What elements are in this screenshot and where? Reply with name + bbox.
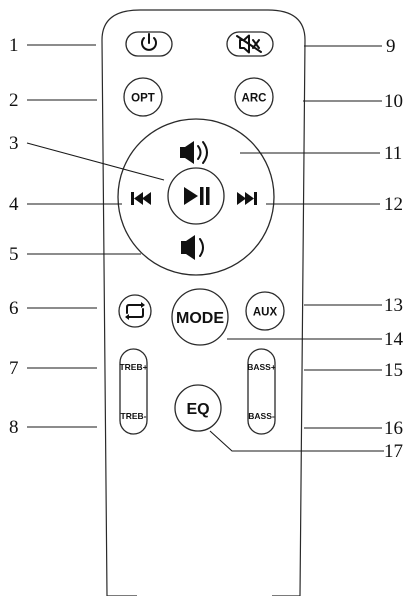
next-track-button[interactable] [237, 192, 257, 205]
treble-down-label[interactable]: TREB- [121, 411, 147, 421]
treble-up-label[interactable]: TREB+ [119, 362, 147, 372]
bass-up-label[interactable]: BASS+ [247, 362, 276, 372]
callout-1: 1 [9, 35, 19, 56]
previous-track-icon [131, 192, 151, 205]
callout-11: 11 [384, 143, 402, 164]
eq-button[interactable]: EQ [174, 384, 222, 432]
bass-rocker[interactable]: BASS+ BASS- [247, 348, 276, 435]
mute-icon [236, 34, 262, 54]
volume-up-button[interactable] [180, 141, 208, 164]
callout-14: 14 [384, 329, 404, 350]
callout-16: 16 [384, 418, 403, 439]
callout-5: 5 [9, 244, 19, 265]
power-icon [141, 33, 157, 51]
play-pause-icon [184, 187, 210, 205]
callout-17: 17 [384, 441, 403, 462]
opt-button[interactable]: OPT [123, 77, 163, 117]
callout-numbers: 1 2 3 4 5 6 7 8 9 10 11 12 13 14 15 16 1… [9, 35, 404, 462]
opt-label: OPT [131, 93, 155, 105]
callout-9: 9 [386, 36, 396, 57]
arc-button[interactable]: ARC [234, 77, 274, 117]
callout-10: 10 [384, 91, 403, 112]
treble-rocker[interactable]: TREB+ TREB- [119, 348, 148, 435]
eq-label: EQ [186, 401, 209, 418]
play-pause-button[interactable] [167, 167, 225, 225]
previous-track-button[interactable] [131, 192, 151, 205]
callout-6: 6 [9, 298, 19, 319]
callout-13: 13 [384, 295, 403, 316]
callout-2: 2 [9, 90, 19, 111]
aux-button[interactable]: AUX [245, 291, 285, 331]
callout-12: 12 [384, 194, 403, 215]
mode-button[interactable]: MODE [171, 288, 229, 346]
repeat-button[interactable] [118, 294, 152, 328]
callout-4: 4 [9, 194, 19, 215]
power-button[interactable] [125, 31, 173, 57]
callout-7: 7 [9, 358, 19, 379]
next-track-icon [237, 192, 257, 205]
aux-label: AUX [253, 307, 278, 319]
arc-label: ARC [242, 93, 267, 105]
volume-down-icon [181, 235, 204, 260]
repeat-icon [125, 302, 145, 320]
leader-lines [26, 44, 384, 452]
callout-3: 3 [9, 133, 19, 154]
callout-15: 15 [384, 360, 403, 381]
bass-down-label[interactable]: BASS- [248, 411, 275, 421]
mute-button[interactable] [226, 31, 274, 57]
volume-up-icon [180, 141, 208, 164]
volume-down-button[interactable] [181, 235, 204, 260]
mode-label: MODE [176, 310, 224, 327]
callout-8: 8 [9, 417, 19, 438]
